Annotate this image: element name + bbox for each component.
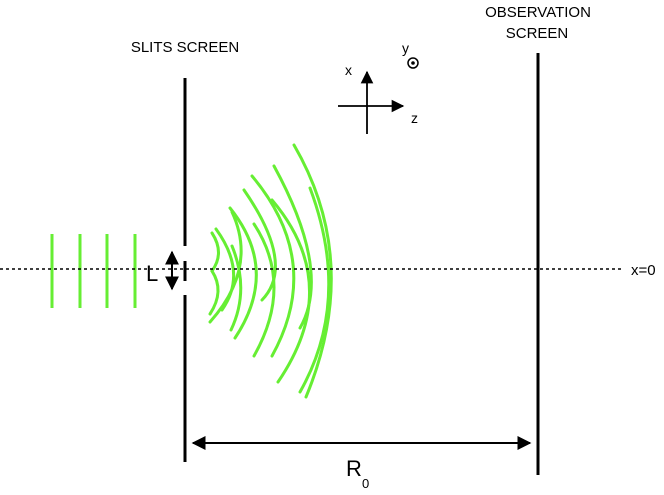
coordinate-axes: x z y bbox=[338, 40, 419, 134]
incident-plane-waves bbox=[50, 234, 137, 308]
wavefront-arc bbox=[214, 227, 236, 312]
wavefront-arc bbox=[210, 231, 220, 273]
axis-zero-label: x=0 bbox=[631, 262, 656, 279]
observation-screen-label-line2: SCREEN bbox=[506, 25, 569, 42]
x-axis-label: x bbox=[345, 62, 352, 78]
wavefront-arc bbox=[298, 186, 331, 394]
wavefront-arc bbox=[208, 269, 220, 316]
observation-screen-label-line1: OBSERVATION bbox=[485, 4, 591, 21]
distance-label: R bbox=[346, 456, 362, 481]
wavefront-arc bbox=[242, 188, 277, 302]
wavefront-arc bbox=[229, 244, 243, 332]
slit-spacing-label: L bbox=[146, 261, 158, 286]
out-of-page-dot-icon bbox=[407, 57, 419, 69]
wavefront-arc bbox=[270, 198, 312, 384]
wavefront-arc bbox=[250, 174, 296, 358]
y-axis-label: y bbox=[402, 40, 409, 56]
wavefront-arc bbox=[292, 143, 333, 399]
diffracted-wavefronts bbox=[208, 143, 333, 399]
distance-label-subscript: 0 bbox=[362, 476, 369, 491]
z-axis-label: z bbox=[411, 110, 418, 126]
wavefront-arc bbox=[252, 222, 276, 358]
wavefront-arc bbox=[228, 206, 258, 340]
slits-screen-label: SLITS SCREEN bbox=[131, 39, 239, 56]
